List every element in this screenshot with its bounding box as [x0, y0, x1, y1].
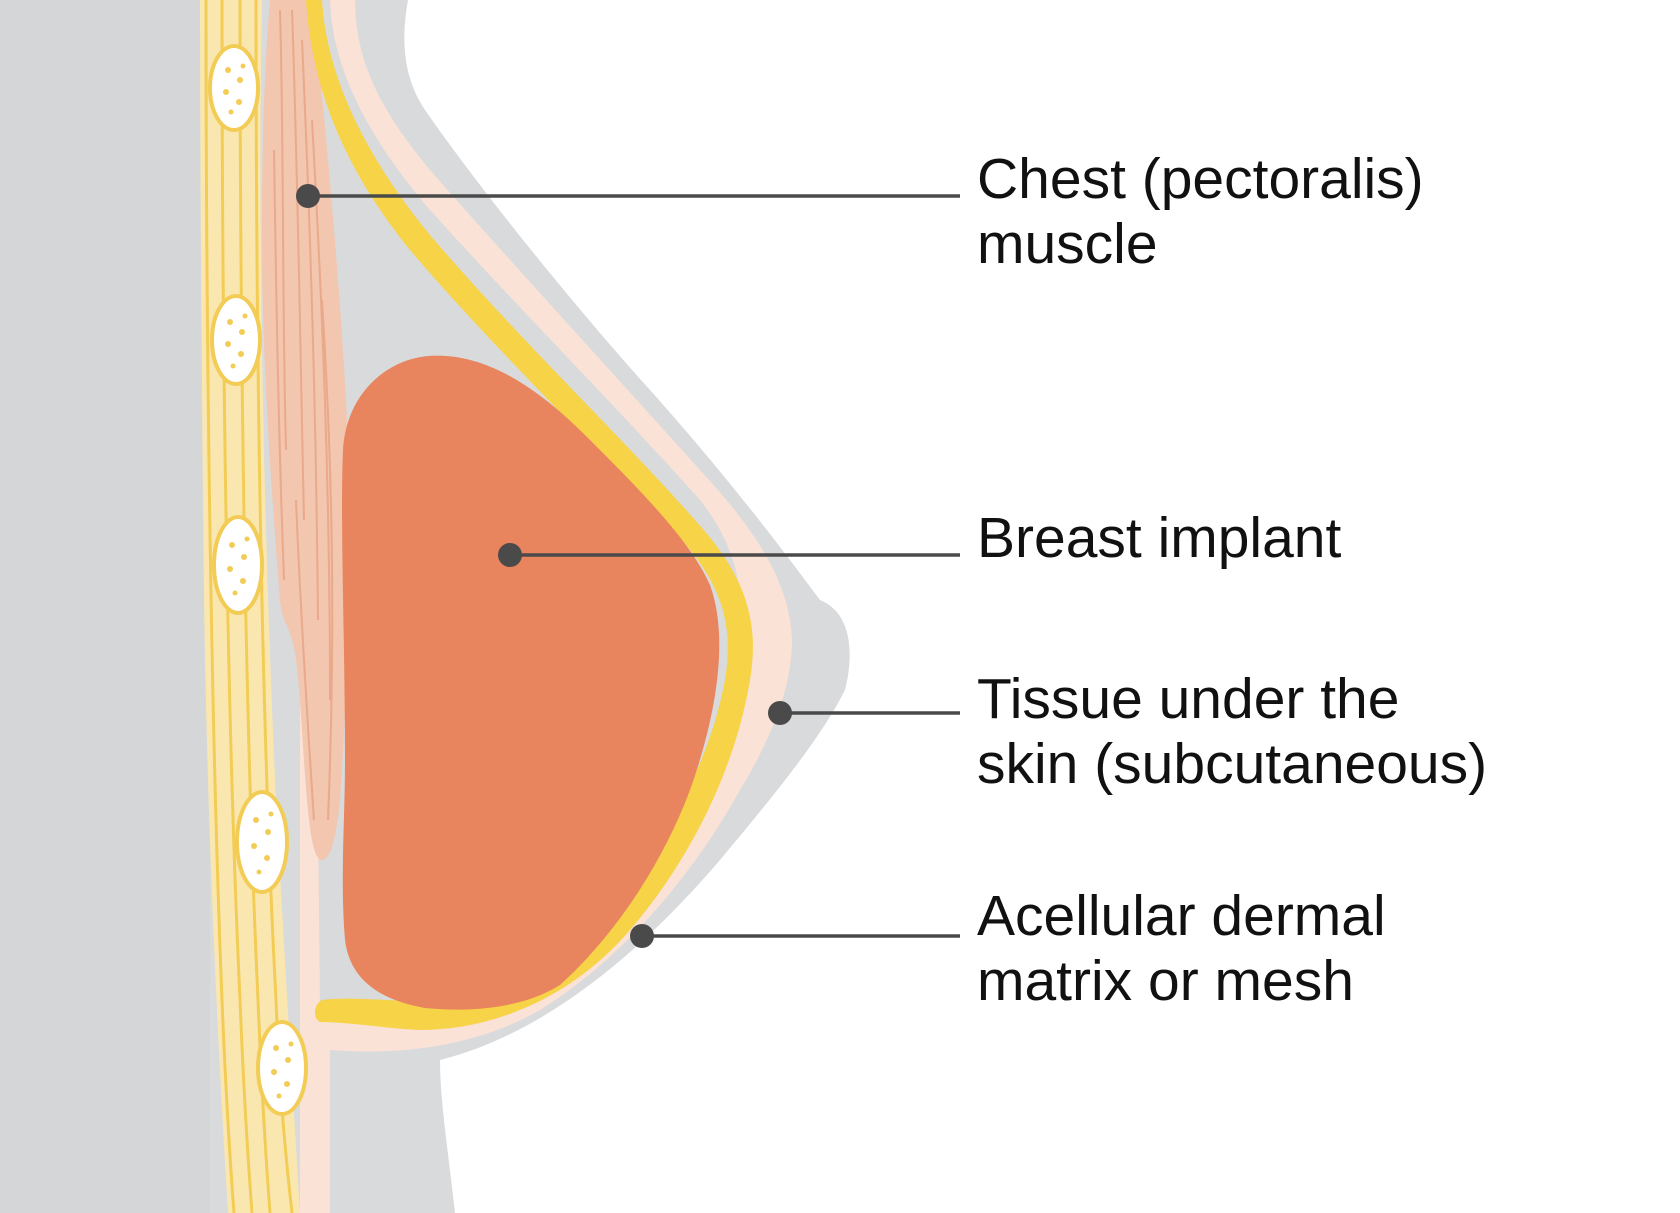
rib-1: [208, 44, 260, 132]
label-muscle-line2: muscle: [977, 212, 1158, 276]
leader-implant: [498, 543, 960, 567]
chest-wall-lines: [204, 0, 294, 1213]
rib-4: [235, 790, 289, 894]
dermal-matrix-mesh: [306, 0, 753, 1030]
leader-mesh: [630, 924, 960, 948]
label-tissue-line1: Tissue under the: [977, 667, 1399, 731]
leader-muscle: [296, 184, 960, 208]
label-muscle-line1: Chest (pectoralis): [977, 147, 1424, 211]
torso-section: [0, 0, 210, 1213]
rib-3: [212, 515, 264, 615]
label-tissue-line2: skin (subcutaneous): [977, 732, 1487, 796]
label-mesh-line2: matrix or mesh: [977, 949, 1354, 1013]
label-implant: Breast implant: [977, 506, 1341, 570]
rib-2: [210, 294, 262, 386]
rib-cross-sections: [208, 44, 308, 1116]
rib-5: [256, 1020, 308, 1116]
leader-tissue: [768, 701, 960, 725]
label-mesh-line1: Acellular dermal: [977, 884, 1386, 948]
breast-implant: [342, 355, 720, 1010]
